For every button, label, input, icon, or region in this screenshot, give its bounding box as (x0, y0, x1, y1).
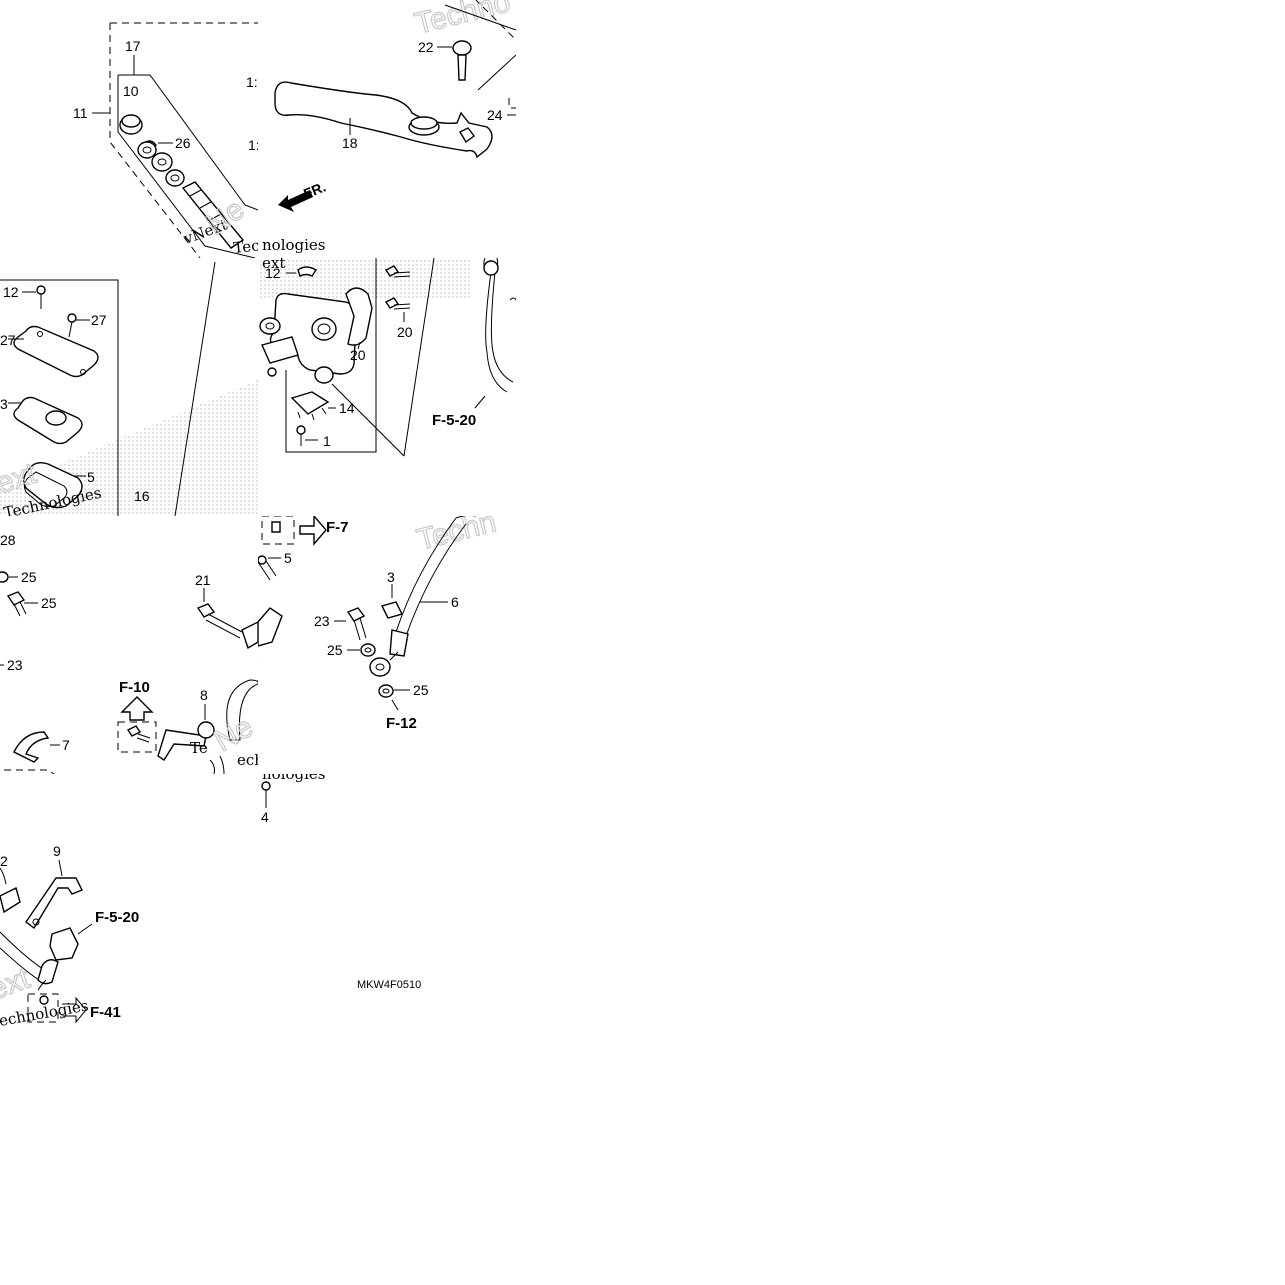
callout-26: 26 (175, 135, 191, 151)
callout-5a: 3 (0, 396, 8, 412)
callout-23a: 25 (41, 595, 57, 611)
reference-f-5-20[interactable]: F-5-20 (432, 412, 476, 429)
callout-18: 18 (342, 135, 358, 151)
tile-reservoir-cap: ext Technologies 12 27 27 3 5 16 (0, 261, 258, 516)
watermark-fragment: Techno (412, 0, 514, 41)
callout-24: 24 (487, 107, 503, 123)
callout-28: 1 (323, 433, 331, 449)
tile-piston-kit: vNext Tec Ne 17 10 11 26 1: 1: (73, 22, 261, 258)
callout-8: 8 (200, 687, 208, 703)
callout-10: 10 (123, 83, 139, 99)
callout-2: 2 (0, 853, 8, 869)
callout-17: 17 (125, 38, 141, 54)
callout-27b: 27 (91, 312, 107, 328)
reference-f-41[interactable]: F-41 (90, 1004, 121, 1021)
tile-hose-bracket: 2 9 F-5-20 F-41 ext echnologies (0, 843, 139, 1030)
callout-25d: 25 (413, 682, 429, 698)
direction-label: FR. (301, 178, 328, 201)
callout-23b: 23 (314, 613, 330, 629)
callout-13a: 1: (246, 74, 258, 90)
callout-25b: 25 (21, 569, 37, 585)
callout-5b: 23 (7, 657, 23, 673)
svg-text:Techn: Techn (414, 505, 500, 556)
callout-7: 7 (62, 737, 70, 753)
callout-13b: 1: (248, 137, 260, 153)
svg-text:ext: ext (0, 962, 35, 1007)
tile-banjo-bolts: 28 25 25 23 21 F-10 7 8 Te ec (0, 532, 327, 774)
callout-25c: 25 (327, 642, 343, 658)
watermark-fragment: ext (262, 254, 285, 272)
callout-4: 4 (261, 809, 269, 825)
callout-9: 9 (53, 843, 61, 859)
callout-16: 5 (87, 469, 95, 485)
tile-code: nologies 4 MKW4F0510 (261, 765, 421, 991)
callout-20b-text: 20 (397, 324, 413, 340)
callout-25a: 28 (0, 532, 16, 548)
tile-lower-hose: F-7 5 Techn 6 3 23 25 25 F-12 echnologi (258, 505, 500, 732)
callout-6: 6 (451, 594, 459, 610)
watermark-fragment: Te (190, 739, 208, 757)
reference-f-10[interactable]: F-10 (119, 679, 150, 696)
reference-f-7[interactable]: F-7 (326, 519, 349, 536)
reference-f-12[interactable]: F-12 (386, 715, 417, 732)
tile-master-cylinder: ext (258, 254, 516, 457)
callout-3a: 27 (0, 332, 16, 348)
callout-21: 5 (284, 550, 292, 566)
watermark-fragment: Tec (233, 236, 261, 257)
tile-brake-lever: Techno FR. 22 24 18 nologies (262, 0, 516, 254)
callout-20a: 16 (134, 488, 150, 504)
callout-3b: 3 (387, 569, 395, 585)
watermark-fragment: nologies (262, 236, 326, 254)
reference-f-5-20-b[interactable]: F-5-20 (95, 909, 139, 926)
callout-27a: 12 (3, 284, 19, 300)
callout-1: 14 (339, 400, 355, 416)
callout-19: 21 (195, 572, 211, 588)
callout-14: 20 (350, 347, 366, 363)
watermark-fragment: nologies (262, 765, 326, 783)
callout-11: 11 (73, 105, 88, 121)
callout-22: 22 (418, 39, 434, 55)
watermark-fragment: echnologies (237, 751, 327, 769)
diagram-code: MKW4F0510 (357, 979, 421, 991)
callout-12-text: 12 (265, 265, 281, 281)
